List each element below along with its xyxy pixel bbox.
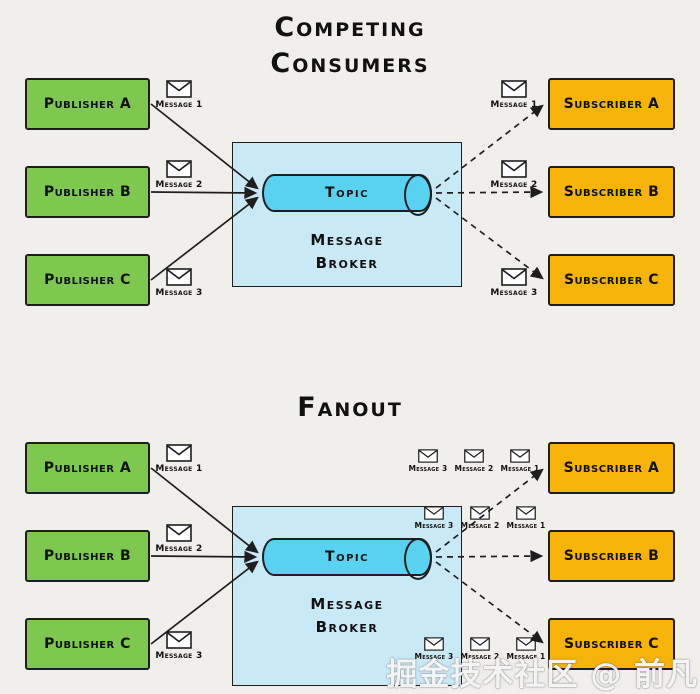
envelope-icon — [166, 160, 192, 178]
cc-subscriber-c-box: Subscriber C — [548, 254, 675, 306]
broker-label-line-2: Broker — [315, 618, 379, 636]
subscriber-b-label: Subscriber B — [563, 548, 660, 564]
message-icon-group: Message 2 — [453, 449, 495, 473]
envelope-icon — [166, 268, 192, 286]
fo-subscriber-a-box: Subscriber A — [548, 442, 675, 494]
fo-pub-message-3: Message 3 — [149, 631, 209, 661]
message-label: Message 1 — [490, 100, 538, 110]
message-label: Message 1 — [506, 652, 546, 661]
envelope-icon — [501, 80, 527, 98]
fo-publisher-a-box: Publisher A — [25, 442, 150, 494]
message-label: Message 1 — [500, 464, 540, 473]
message-label: Message 1 — [155, 100, 203, 110]
message-label: Message 1 — [155, 464, 203, 474]
broker-label-line-1: Message — [310, 595, 384, 613]
publisher-b-label: Publisher B — [43, 184, 132, 200]
message-label: Message 3 — [490, 288, 538, 298]
cc-message-broker-box: Message Broker — [232, 142, 462, 287]
fo-pub-message-1: Message 1 — [149, 444, 209, 474]
message-icon-group: Message 1 — [505, 506, 547, 530]
subscriber-b-label: Subscriber B — [563, 184, 660, 200]
envelope-icon — [470, 506, 490, 520]
cc-pub-message-2: Message 2 — [149, 160, 209, 190]
fo-sub-c-messages-row: Message 3 Message 2 Message 1 — [413, 637, 547, 661]
fo-topic-cylinder: Topic — [262, 538, 432, 580]
message-icon-group: Message 3 — [413, 506, 455, 530]
message-icon-group: Message 2 — [459, 506, 501, 530]
publisher-c-label: Publisher C — [44, 272, 131, 288]
envelope-icon — [166, 631, 192, 649]
message-icon-group: Message 1 — [499, 449, 541, 473]
envelope-icon — [501, 268, 527, 286]
publisher-c-label: Publisher C — [44, 636, 131, 652]
broker-label-line-1: Message — [310, 231, 384, 249]
message-label: Message 2 — [460, 521, 500, 530]
envelope-icon — [510, 449, 530, 463]
fo-subscriber-c-box: Subscriber C — [548, 618, 675, 670]
publisher-a-label: Publisher A — [43, 96, 132, 112]
cc-publisher-c-box: Publisher C — [25, 254, 150, 306]
message-label: Message 3 — [408, 464, 448, 473]
cc-pub-message-3: Message 3 — [149, 268, 209, 298]
fo-topic-label: Topic — [325, 549, 369, 565]
competing-consumers-title: Competing Consumers — [0, 10, 700, 82]
cc-subscriber-b-box: Subscriber B — [548, 166, 675, 218]
message-label: Message 3 — [414, 652, 454, 661]
envelope-icon — [516, 506, 536, 520]
cc-topic-label: Topic — [325, 185, 369, 201]
envelope-icon — [166, 444, 192, 462]
message-icon-group: Message 1 — [505, 637, 547, 661]
message-label: Message 2 — [460, 652, 500, 661]
cc-sub-message-3: Message 3 — [484, 268, 544, 298]
cc-broker-label: Message Broker — [233, 229, 461, 275]
fanout-title: Fanout — [0, 390, 700, 426]
title-line-1: Fanout — [297, 392, 403, 423]
cc-topic-cylinder: Topic — [262, 174, 432, 216]
cc-publisher-a-box: Publisher A — [25, 78, 150, 130]
message-label: Message 3 — [155, 288, 203, 298]
envelope-icon — [464, 449, 484, 463]
message-icon-group: Message 2 — [459, 637, 501, 661]
publisher-b-label: Publisher B — [43, 548, 132, 564]
subscriber-c-label: Subscriber C — [563, 636, 660, 652]
fo-pub-message-2: Message 2 — [149, 524, 209, 554]
title-line-2: Consumers — [270, 48, 430, 79]
fo-subscriber-b-box: Subscriber B — [548, 530, 675, 582]
fo-publisher-b-box: Publisher B — [25, 530, 150, 582]
cc-sub-message-1: Message 1 — [484, 80, 544, 110]
title-line-1: Competing — [274, 12, 426, 43]
envelope-icon — [166, 80, 192, 98]
cc-pub-message-1: Message 1 — [149, 80, 209, 110]
envelope-icon — [501, 160, 527, 178]
fo-message-broker-box: Message Broker — [232, 506, 462, 686]
envelope-icon — [418, 449, 438, 463]
envelope-icon — [166, 524, 192, 542]
message-label: Message 1 — [506, 521, 546, 530]
fo-sub-b-messages-row: Message 3 Message 2 Message 1 — [413, 506, 547, 530]
cc-subscriber-a-box: Subscriber A — [548, 78, 675, 130]
fo-sub-a-messages-row: Message 3 Message 2 Message 1 — [407, 449, 541, 473]
cc-publisher-b-box: Publisher B — [25, 166, 150, 218]
subscriber-a-label: Subscriber A — [563, 460, 660, 476]
subscriber-a-label: Subscriber A — [563, 96, 660, 112]
fo-broker-label: Message Broker — [233, 593, 461, 639]
message-label: Message 3 — [155, 651, 203, 661]
message-label: Message 2 — [454, 464, 494, 473]
message-label: Message 2 — [155, 544, 203, 554]
message-icon-group: Message 3 — [407, 449, 449, 473]
watermark: 掘金技术社区 @ 前凡 — [386, 657, 698, 693]
broker-label-line-2: Broker — [315, 254, 379, 272]
message-label: Message 2 — [490, 180, 538, 190]
cc-sub-message-2: Message 2 — [484, 160, 544, 190]
envelope-icon — [424, 506, 444, 520]
message-label: Message 2 — [155, 180, 203, 190]
message-icon-group: Message 3 — [413, 637, 455, 661]
message-label: Message 3 — [414, 521, 454, 530]
publisher-a-label: Publisher A — [43, 460, 132, 476]
fo-publisher-c-box: Publisher C — [25, 618, 150, 670]
subscriber-c-label: Subscriber C — [563, 272, 660, 288]
